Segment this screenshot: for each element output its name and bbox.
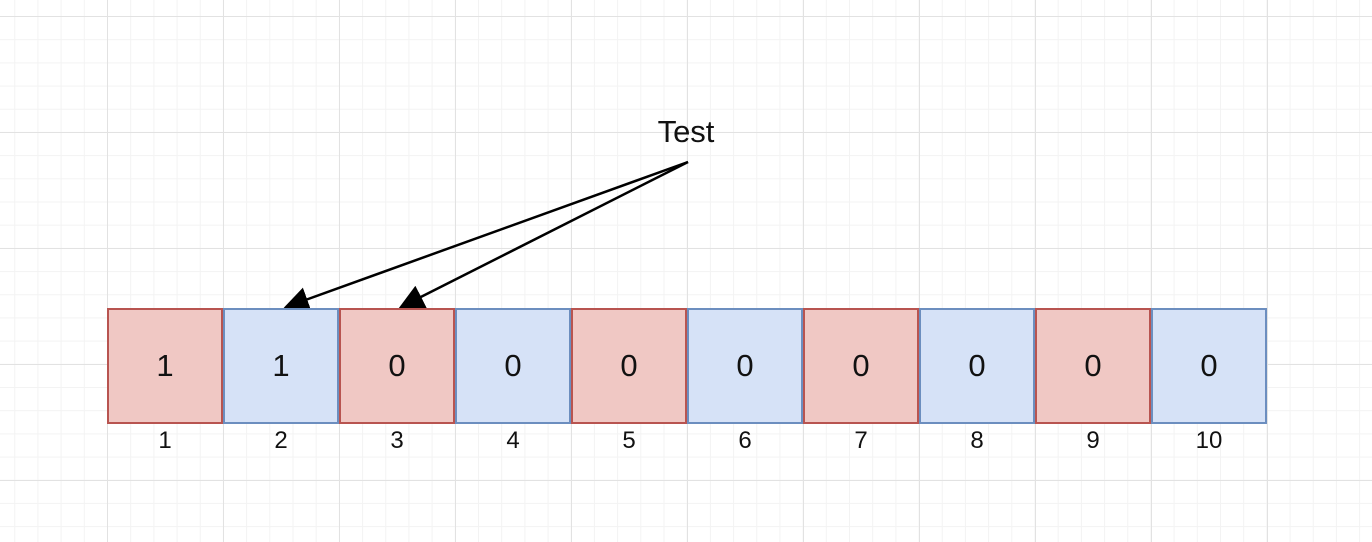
index-label-6: 6 (738, 427, 752, 454)
cell-9: 0 (1035, 308, 1151, 424)
cell-8: 0 (919, 308, 1035, 424)
index-label-9: 9 (1086, 427, 1100, 454)
cell-value: 0 (1084, 348, 1102, 383)
cell-value: 0 (504, 348, 522, 383)
index-label-2: 2 (274, 427, 288, 454)
cell-value: 1 (156, 348, 174, 383)
index-label-4: 4 (506, 427, 520, 454)
index-label-5: 5 (622, 427, 636, 454)
cell-10: 0 (1151, 308, 1267, 424)
cell-value: 0 (1200, 348, 1218, 383)
arrow-to-cell-2 (283, 160, 689, 312)
cell-value: 0 (620, 348, 638, 383)
cell-value: 0 (968, 348, 986, 383)
cell-1: 1 (107, 308, 223, 424)
cell-value: 0 (388, 348, 406, 383)
test-label: Test (657, 114, 715, 149)
cell-6: 0 (687, 308, 803, 424)
index-label-7: 7 (854, 427, 868, 454)
cell-5: 0 (571, 308, 687, 424)
arrow-to-cell-3 (398, 160, 689, 309)
cell-2: 1 (223, 308, 339, 424)
cell-value: 1 (272, 348, 290, 383)
index-label-1: 1 (158, 427, 172, 454)
cell-7: 0 (803, 308, 919, 424)
cell-value: 0 (736, 348, 754, 383)
cell-value: 0 (852, 348, 870, 383)
index-label-3: 3 (390, 427, 404, 454)
index-label-10: 10 (1195, 427, 1223, 454)
index-label-8: 8 (970, 427, 984, 454)
cell-4: 0 (455, 308, 571, 424)
cell-3: 0 (339, 308, 455, 424)
